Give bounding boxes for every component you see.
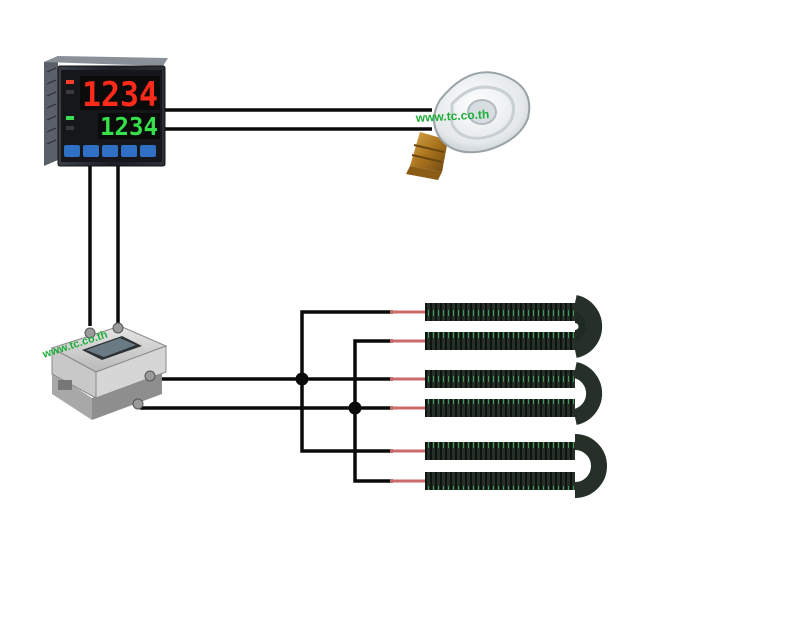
heater-element-3 bbox=[390, 434, 607, 498]
solid-state-relay: www.tc.co.th bbox=[40, 322, 168, 420]
heater-element-1 bbox=[390, 295, 603, 358]
temperature-controller: 1234 1234 bbox=[44, 56, 168, 167]
junction-dot-right bbox=[348, 401, 362, 415]
heater-element-2 bbox=[390, 362, 603, 425]
controller-keypad bbox=[64, 145, 156, 157]
ssr-terminal-3 bbox=[144, 370, 156, 382]
junction-dot-left bbox=[295, 372, 309, 386]
heater-bank bbox=[390, 295, 607, 498]
ssr-terminal-4 bbox=[132, 398, 144, 410]
bus-left bbox=[300, 310, 393, 453]
ssr-terminal-1 bbox=[84, 327, 96, 339]
ssr-terminal-2 bbox=[112, 322, 124, 334]
sensor-watermark: www.tc.co.th bbox=[414, 107, 489, 125]
sensor-brass-fitting bbox=[406, 132, 448, 180]
pv-display: 1234 bbox=[82, 75, 158, 115]
temperature-sensor: www.tc.co.th bbox=[406, 71, 531, 180]
sv-display: 1234 bbox=[100, 112, 158, 141]
